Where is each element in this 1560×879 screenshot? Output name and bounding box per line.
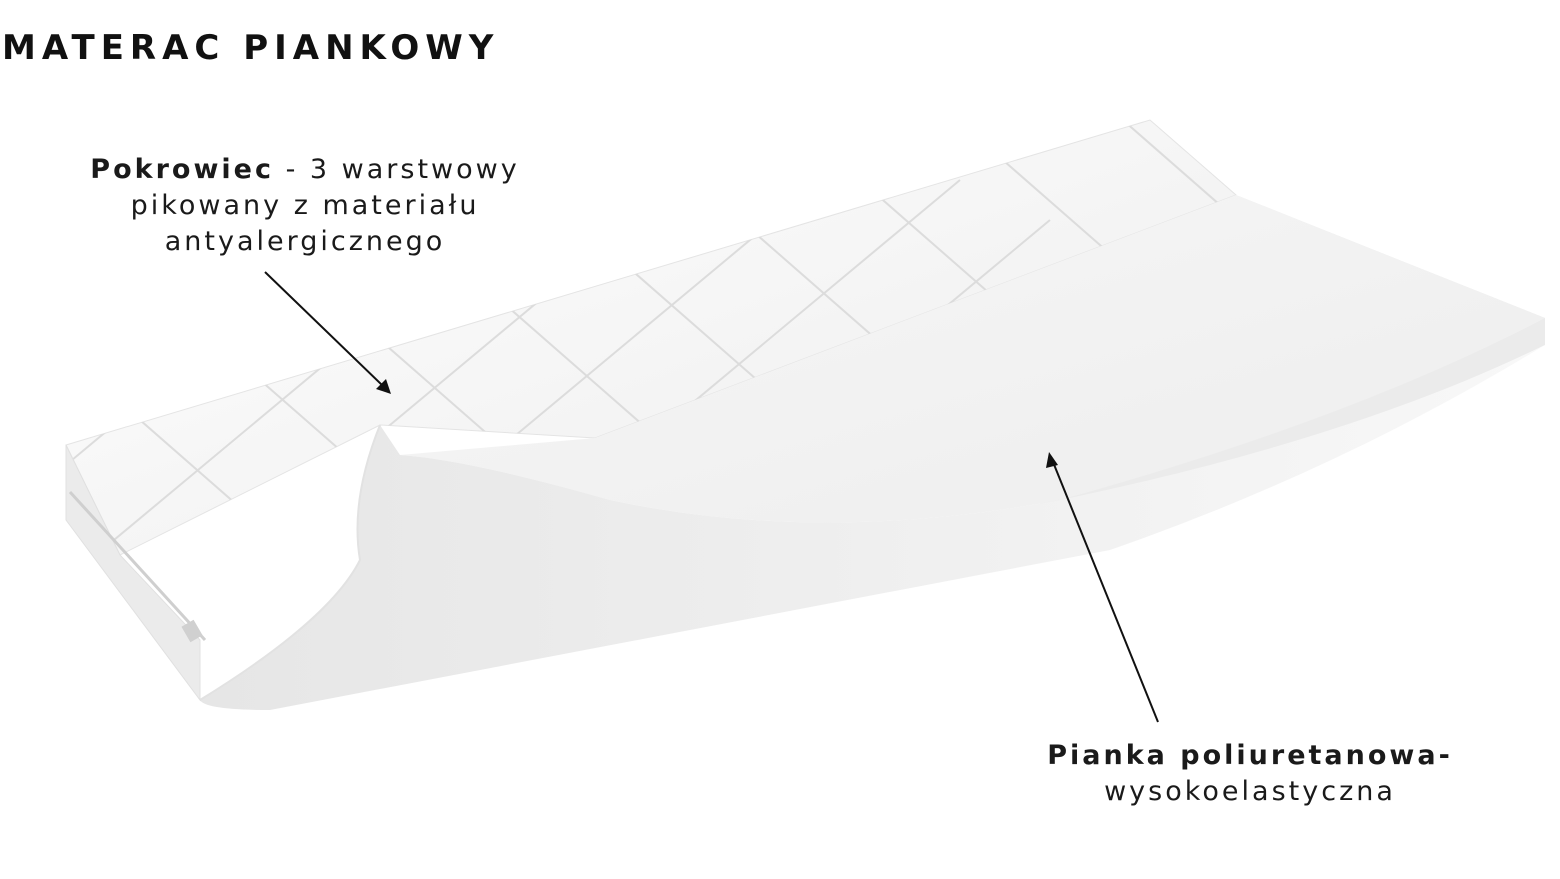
- cover-label: Pokrowiec - 3 warstwowy pikowany z mater…: [40, 152, 570, 260]
- foam-top: [400, 195, 1545, 523]
- foam-label-bold: Pianka poliuretanowa-: [1047, 740, 1453, 771]
- arrow-cover: [264, 271, 391, 394]
- foam-curl: [200, 345, 1545, 710]
- cover-label-bold: Pokrowiec: [90, 154, 274, 185]
- foam-label-line2: wysokoelastyczna: [1104, 776, 1396, 807]
- arrow-foam: [1046, 452, 1159, 723]
- cover-label-line1: Pokrowiec - 3 warstwowy: [40, 152, 570, 188]
- cover-label-line1-rest: - 3 warstwowy: [273, 154, 520, 185]
- cover-label-line2: pikowany z materiału: [130, 190, 480, 221]
- foam-label: Pianka poliuretanowa- wysokoelastyczna: [990, 738, 1510, 810]
- page-title: MATERAC PIANKOWY: [2, 28, 500, 68]
- foam-label-line1: Pianka poliuretanowa-: [990, 738, 1510, 774]
- cover-label-line3: antyalergicznego: [164, 226, 446, 257]
